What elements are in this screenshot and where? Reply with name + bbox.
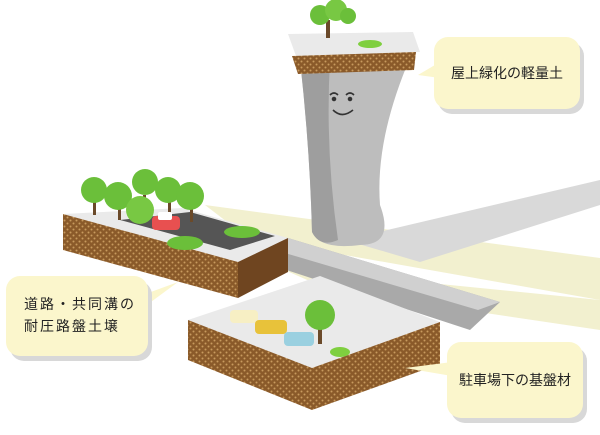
car-icon — [152, 212, 180, 230]
smiling-face-icon — [329, 92, 355, 116]
label-road: 道路・共同溝の 耐圧路盤土壌 — [24, 294, 136, 338]
bubble-pointer — [140, 282, 178, 310]
label-road-line1: 道路・共同溝の — [24, 297, 136, 313]
roof-tree-icon — [310, 0, 356, 38]
hedge — [224, 226, 260, 238]
label-bubble-roof: 屋上緑化の軽量土 — [434, 37, 580, 109]
label-parking: 駐車場下の基盤材 — [459, 373, 571, 389]
car-icon — [230, 310, 314, 346]
road-tree-icon — [81, 169, 204, 224]
tower-face-side — [300, 60, 338, 243]
roof-soil — [292, 52, 416, 74]
road-block-soil-front — [63, 214, 238, 298]
hedge — [167, 236, 203, 250]
parking-tree-icon — [305, 300, 335, 344]
label-bubble-parking: 駐車場下の基盤材 — [447, 342, 583, 418]
label-road-line2: 耐圧路盤土壌 — [24, 319, 120, 335]
label-roof: 屋上緑化の軽量土 — [451, 66, 563, 82]
parking-block-soil-front — [188, 320, 312, 410]
tower-shadow — [345, 180, 600, 262]
label-bubble-road: 道路・共同溝の 耐圧路盤土壌 — [6, 276, 148, 356]
road-diagonal-top — [238, 232, 500, 310]
parking-grass — [330, 347, 350, 357]
road-block-soil-side — [238, 238, 288, 298]
bubble-pointer — [405, 362, 452, 376]
roof-grass — [358, 40, 382, 48]
parking-block-soil-side — [312, 322, 440, 410]
roof-top — [288, 32, 420, 56]
